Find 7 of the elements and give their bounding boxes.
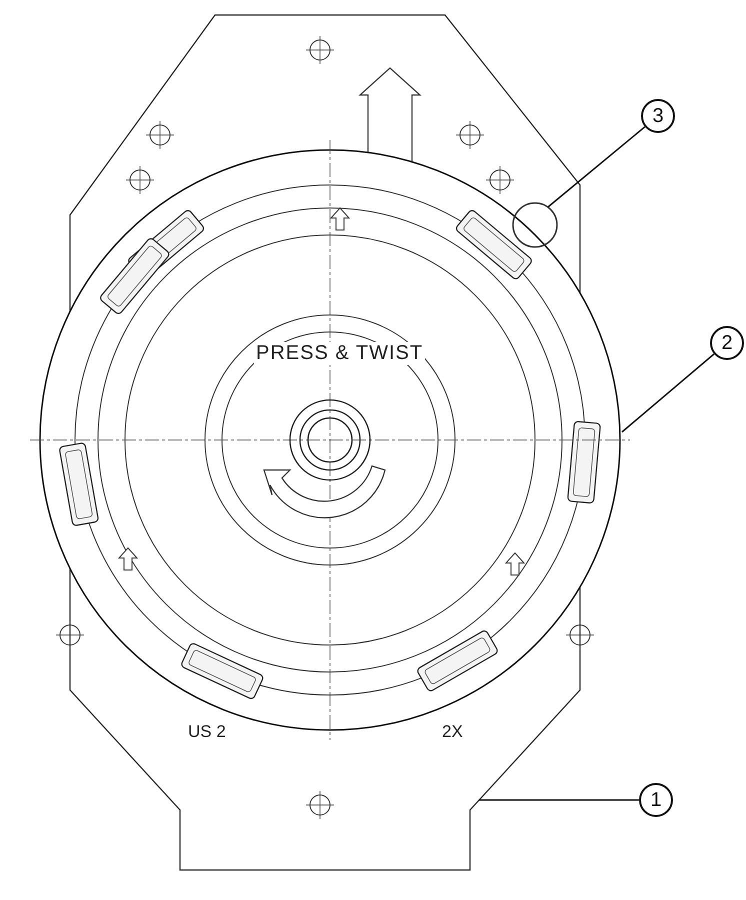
cover-ring-drawing: [30, 140, 630, 740]
instruction-text: PRESS & TWIST: [254, 342, 426, 365]
callout-number: 2: [710, 326, 744, 360]
leader-line: [548, 126, 646, 208]
callout-number: 1: [639, 783, 673, 817]
callout-number: 3: [641, 99, 675, 133]
leader-line: [479, 799, 639, 801]
